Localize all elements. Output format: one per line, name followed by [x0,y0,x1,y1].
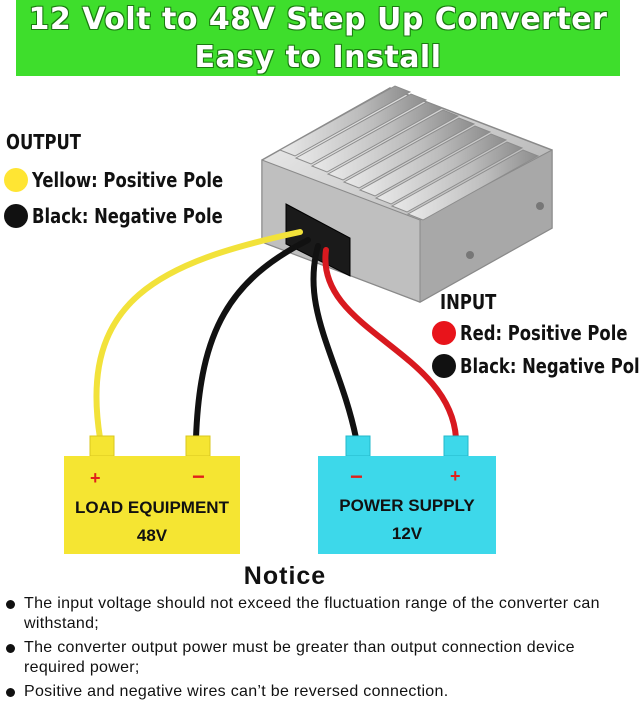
supply-terminal-positive [443,435,469,457]
power-supply-box [318,435,496,554]
red-input-wire [322,247,459,441]
supply-box-body [318,456,496,554]
wire-connector [285,203,351,277]
input-legend-red: Red: Positive Pole [432,321,640,345]
notice-item: Positive and negative wires can’t be rev… [6,682,638,702]
bullet-icon [6,600,15,609]
bullet-icon [6,644,15,653]
notice-item: The converter output power must be great… [6,638,638,678]
black-dot-icon [4,204,28,228]
load-box-body [64,456,240,554]
output-legend-black: Black: Negative Pole [4,204,265,228]
input-black-label: Black: Negative Pole [460,354,640,378]
output-black-label: Black: Negative Pole [32,204,223,228]
black-input-wire [310,243,359,441]
output-yellow-label: Yellow: Positive Pole [32,168,224,192]
converter-unit [261,85,553,303]
input-legend-black: Black: Negative Pole [432,354,640,378]
yellow-dot-icon [4,168,28,192]
load-minus-sign: − [192,464,205,489]
yellow-output-wire [93,229,303,441]
notice-text: Positive and negative wires can’t be rev… [24,683,449,700]
notice-text: The input voltage should not exceed the … [24,595,600,632]
load-box-labels: + − LOAD EQUIPMENT 48V [64,456,240,554]
notice-list: The input voltage should not exceed the … [6,594,638,706]
title-line-2: Easy to Install [194,40,442,75]
black-output-wire [193,237,311,441]
title-banner: 12 Volt to 48V Step Up Converter Easy to… [16,0,620,76]
load-terminal-negative [185,435,211,457]
black-dot-icon [432,354,456,378]
heatsink-fins [278,85,540,221]
load-plus-sign: + [90,468,101,488]
load-box-voltage: 48V [136,526,168,545]
supply-box-labels: − + POWER SUPPLY 12V [318,456,496,554]
mount-hole-icon [536,202,544,210]
output-legend-yellow: Yellow: Positive Pole [4,168,265,192]
notice-title: Notice [243,562,327,590]
input-heading: INPUT [440,290,497,314]
load-equipment-box [64,435,240,554]
load-box-title: LOAD EQUIPMENT [75,498,229,517]
output-heading: OUTPUT [6,130,81,154]
title-line-1: 12 Volt to 48V Step Up Converter [28,2,608,37]
mount-hole-icon [466,251,474,259]
converter-front [419,149,553,303]
input-red-label: Red: Positive Pole [460,321,628,345]
red-dot-icon [432,321,456,345]
supply-minus-sign: − [350,464,363,489]
supply-plus-sign: + [450,466,461,486]
bullet-icon [6,688,15,697]
supply-box-voltage: 12V [391,524,423,543]
supply-terminal-negative [345,435,371,457]
supply-box-title: POWER SUPPLY [339,496,475,515]
notice-text: The converter output power must be great… [24,639,575,676]
notice-item: The input voltage should not exceed the … [6,594,638,634]
load-terminal-positive [89,435,115,457]
